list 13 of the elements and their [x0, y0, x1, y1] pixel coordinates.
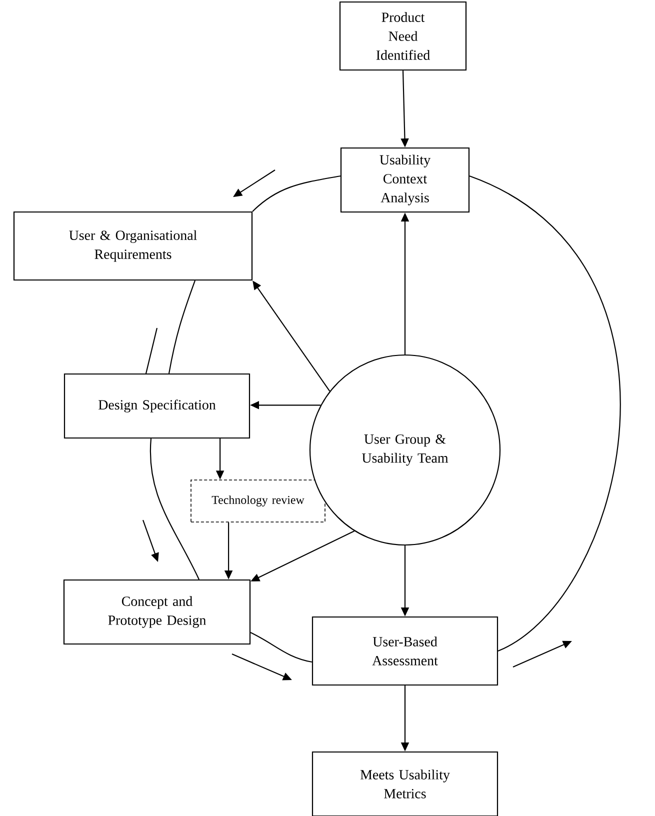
cycle-arc	[252, 175, 341, 212]
process-box: Product Need Identified	[339, 1, 467, 71]
process-box: Meets Usability Metrics	[312, 751, 498, 816]
process-box: Concept and Prototype Design	[63, 579, 251, 645]
process-box: Design Specification	[64, 373, 250, 439]
cycle-arc	[469, 176, 620, 652]
cycle-arc	[168, 280, 196, 374]
review-box: Technology review	[190, 480, 326, 522]
process-box: User & Organisational Requirements	[13, 211, 253, 281]
cycle-arc	[150, 438, 200, 580]
process-box: Usability Context Analysis	[340, 147, 470, 213]
process-box: User-Based Assessment	[312, 616, 498, 686]
cycle-arc	[250, 632, 312, 663]
